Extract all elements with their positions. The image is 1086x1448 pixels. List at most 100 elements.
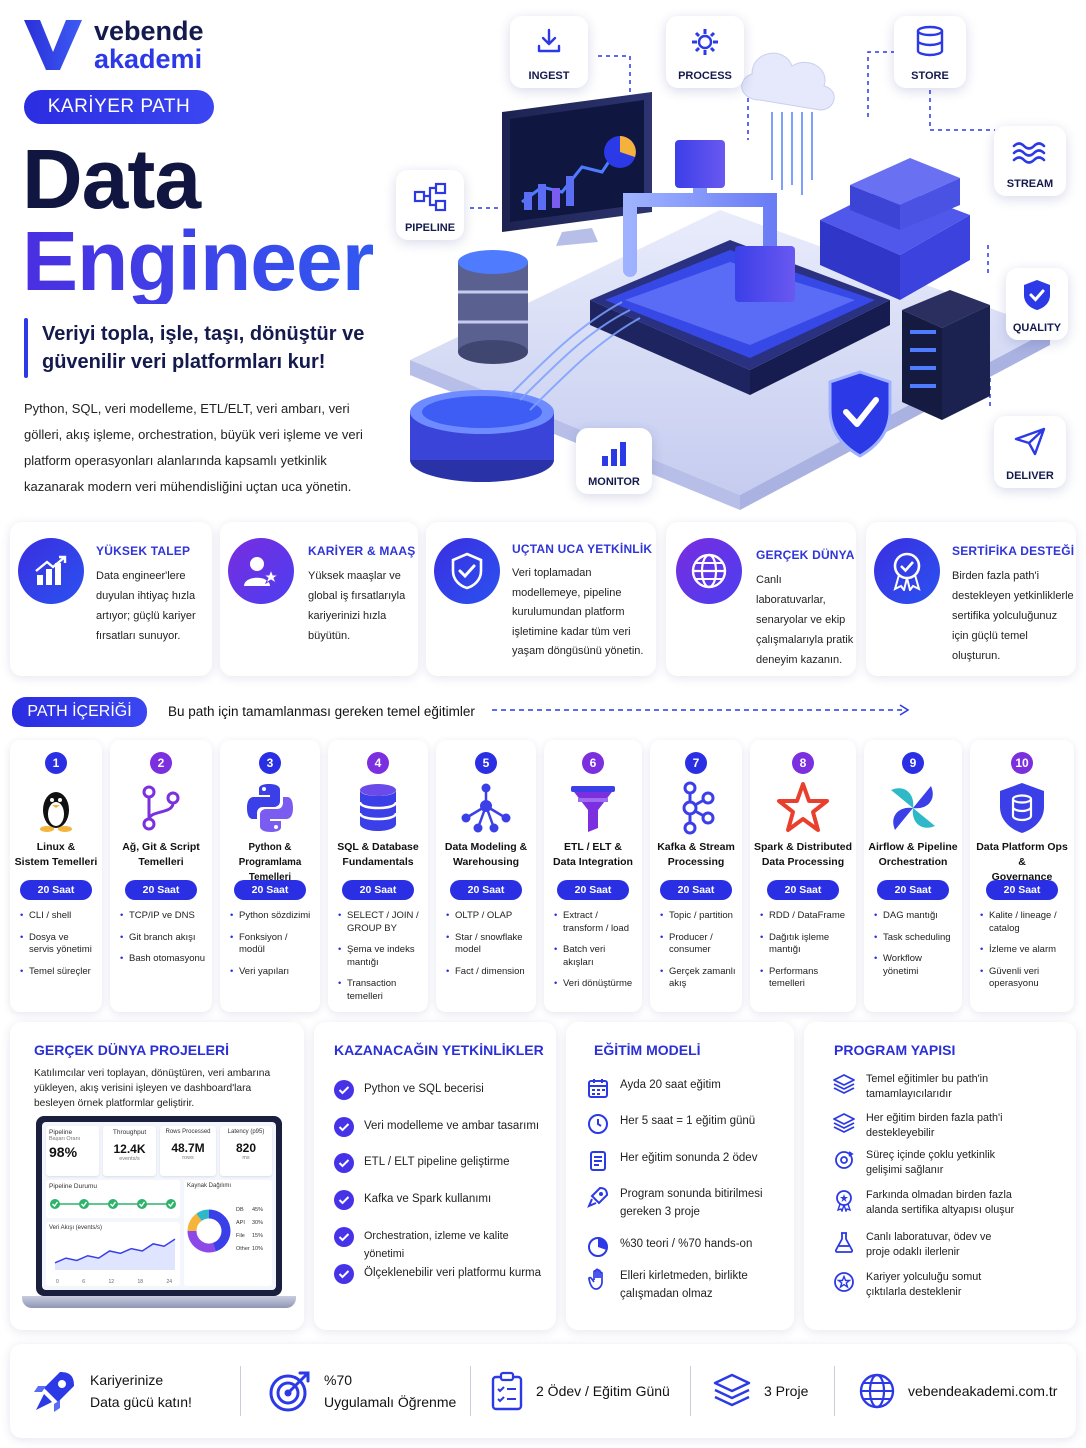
tile-store: STORE xyxy=(894,16,966,88)
skill-item: Orchestration, izleme ve kalite yönetimi xyxy=(334,1227,544,1263)
module-name: Python &Programlama Temelleri xyxy=(238,842,302,883)
skill-item: Kafka ve Spark kullanımı xyxy=(334,1190,544,1210)
module-card-5[interactable]: 5 Data Modeling &Warehousing 20 Saat OLT… xyxy=(436,740,536,1012)
feature-title: GERÇEK DÜNYA xyxy=(756,548,855,562)
model-item: %30 teori / %70 hands-on xyxy=(586,1235,782,1259)
module-card-6[interactable]: 6 ETL / ELT &Data Integration 20 Saat Ex… xyxy=(544,740,642,1012)
tile-label: INGEST xyxy=(528,70,570,82)
feature-title: UÇTAN UCA YETKİNLİK xyxy=(512,542,653,556)
module-card-10[interactable]: 10 Data Platform Ops &Governance 20 Saat… xyxy=(970,740,1074,1012)
module-topics: CLI / shellDosya ve servis yönetimiTemel… xyxy=(20,910,96,987)
laptop-base xyxy=(22,1296,296,1308)
module-topics: TCP/IP ve DNSGit branch akışıBash otomas… xyxy=(120,910,206,975)
module-card-3[interactable]: 3 Python &Programlama Temelleri 20 Saat … xyxy=(220,740,320,1012)
donut-slice-other xyxy=(196,1209,210,1222)
intro-line: platform operasyonları alanlarında kapsa… xyxy=(24,453,327,468)
laptop-screen: Pipeline Başarı Oranı 98% Throughput 12.… xyxy=(36,1116,282,1296)
model-item: Her eğitim sonunda 2 ödev xyxy=(586,1149,782,1173)
module-card-1[interactable]: 1 Linux &Sistem Temelleri 20 Saat CLI / … xyxy=(10,740,102,1012)
laptop-dashboard: Pipeline Başarı Oranı 98% Throughput 12.… xyxy=(22,1116,296,1312)
feature-title: YÜKSEK TALEP xyxy=(96,544,191,558)
kpi-card: Latency (p95) 820 ms xyxy=(220,1126,272,1176)
model-item: Ayda 20 saat eğitim xyxy=(586,1076,782,1100)
tagline-bar xyxy=(24,318,28,378)
gear-icon xyxy=(692,29,718,55)
module-name: Data Platform Ops &Governance xyxy=(976,841,1068,883)
funnel-icon xyxy=(571,786,615,832)
brand-logo: vebende akademi xyxy=(22,16,242,76)
wave-icon xyxy=(1012,142,1046,164)
check-icon xyxy=(334,1153,354,1173)
skills-section: KAZANACAĞIN YETKİNLİKLER Python ve SQL b… xyxy=(314,1022,556,1330)
hand-icon xyxy=(588,1268,603,1290)
module-name: ETL / ELT &Data Integration xyxy=(553,841,633,868)
chart-up-icon xyxy=(18,538,84,604)
divider xyxy=(240,1366,241,1416)
module-topics: Python sözdizimiFonksiyon / modülVeri ya… xyxy=(230,910,314,987)
certificate-icon xyxy=(874,538,940,604)
tile-label: MONITOR xyxy=(588,476,640,488)
source-donut-chart xyxy=(187,1209,231,1253)
layers-icon xyxy=(833,1113,855,1133)
donut-slice-db xyxy=(208,1209,231,1252)
tile-label: DELIVER xyxy=(1006,470,1054,482)
footer-website[interactable]: vebendeakademi.com.tr xyxy=(858,1344,1057,1438)
tile-label: STORE xyxy=(911,70,949,82)
globe-icon xyxy=(859,1373,895,1409)
tile-stream: STREAM xyxy=(994,126,1066,196)
module-hours: 20 Saat xyxy=(342,880,414,900)
section-title: EĞİTİM MODELİ xyxy=(594,1042,701,1058)
skill-item: ETL / ELT pipeline geliştirme xyxy=(334,1153,544,1173)
divider xyxy=(470,1366,471,1416)
cycle-icon xyxy=(835,1151,854,1169)
model-text: Ayda 20 saat eğitim xyxy=(620,1079,721,1091)
path-content-label: PATH İÇERİĞİ xyxy=(12,697,147,727)
globe-icon xyxy=(676,538,742,604)
shield-check-icon xyxy=(1024,280,1050,310)
shield-db-icon xyxy=(1000,783,1044,833)
module-topics: DAG mantığıTask schedulingWorkflow yönet… xyxy=(874,910,956,987)
section-title: PROGRAM YAPISI xyxy=(834,1042,956,1058)
intro-line: Python, SQL, veri modelleme, ETL/ELT, ve… xyxy=(24,401,350,416)
skill-item: Veri modelleme ve ambar tasarımı xyxy=(334,1117,544,1137)
module-number: 1 xyxy=(45,752,67,774)
module-number: 6 xyxy=(582,752,604,774)
rocket-icon xyxy=(34,1372,74,1412)
model-item: Her 5 saat = 1 eğitim günü xyxy=(586,1112,782,1136)
bar-chart-icon xyxy=(602,442,626,466)
check-icon xyxy=(334,1080,354,1100)
module-hours: 20 Saat xyxy=(557,880,629,900)
module-number: 8 xyxy=(792,752,814,774)
model-text: Her eğitim sonunda 2 ödev xyxy=(620,1152,758,1164)
intro-line: gölleri, akış işleme, orchestration, büy… xyxy=(24,427,363,442)
git-icon xyxy=(142,785,180,831)
module-hours: 20 Saat xyxy=(20,880,92,900)
tile-process: PROCESS xyxy=(666,16,744,88)
flow-icon xyxy=(413,182,447,212)
projects-desc: Katılımcılar veri toplayan, dönüştüren, … xyxy=(34,1068,271,1109)
module-topics: Extract / transform / loadBatch veri akı… xyxy=(554,910,636,1000)
check-icon xyxy=(334,1264,354,1284)
python-icon xyxy=(247,784,293,832)
module-name: Linux &Sistem Temelleri xyxy=(14,841,98,868)
